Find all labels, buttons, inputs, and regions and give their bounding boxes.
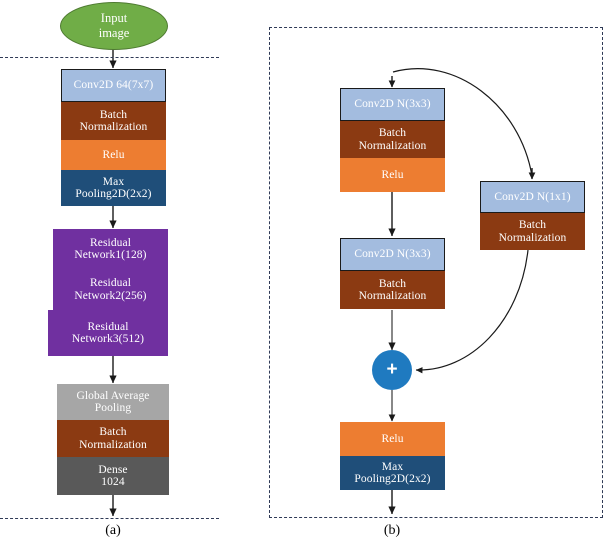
block-batch-normalization-1: Batch Normalization: [61, 102, 166, 140]
block-b-conv2d-n-3x3-1: Conv2D N(3x3): [340, 88, 445, 121]
block-global-average-pooling: Global Average Pooling: [57, 384, 169, 420]
panel-b-caption: (b): [383, 523, 401, 538]
block-b-maxpooling2d-2x2: Max Pooling2D(2x2): [340, 456, 445, 490]
input-image-node: Input image: [60, 2, 168, 50]
block-conv2d-64-7x7: Conv2D 64(7x7): [61, 69, 166, 102]
block-b-shortcut-batch-normalization: Batch Normalization: [480, 213, 585, 250]
block-b-conv2d-n-3x3-2: Conv2D N(3x3): [340, 238, 445, 271]
block-b-batch-normalization-1: Batch Normalization: [340, 121, 445, 158]
add-node: +: [372, 350, 412, 390]
block-b-relu-2: Relu: [340, 422, 445, 456]
panel-b-boundary: [269, 27, 603, 518]
block-residual-network-1: Residual Network1(128): [53, 229, 168, 269]
panel-a-caption: (a): [105, 523, 121, 538]
block-maxpooling2d-2x2-1: Max Pooling2D(2x2): [61, 170, 166, 206]
block-batch-normalization-2: Batch Normalization: [57, 420, 169, 457]
panel-a-top-divider: [0, 57, 219, 58]
panel-a-bottom-divider: [0, 518, 219, 519]
block-b-relu-1: Relu: [340, 158, 445, 192]
block-residual-network-3: Residual Network3(512): [48, 310, 168, 356]
block-relu-1: Relu: [61, 140, 166, 170]
block-residual-network-2: Residual Network2(256): [53, 269, 168, 310]
block-b-shortcut-conv2d-n-1x1: Conv2D N(1x1): [480, 181, 585, 213]
block-b-batch-normalization-2: Batch Normalization: [340, 271, 445, 309]
block-dense-1024: Dense 1024: [57, 457, 169, 495]
